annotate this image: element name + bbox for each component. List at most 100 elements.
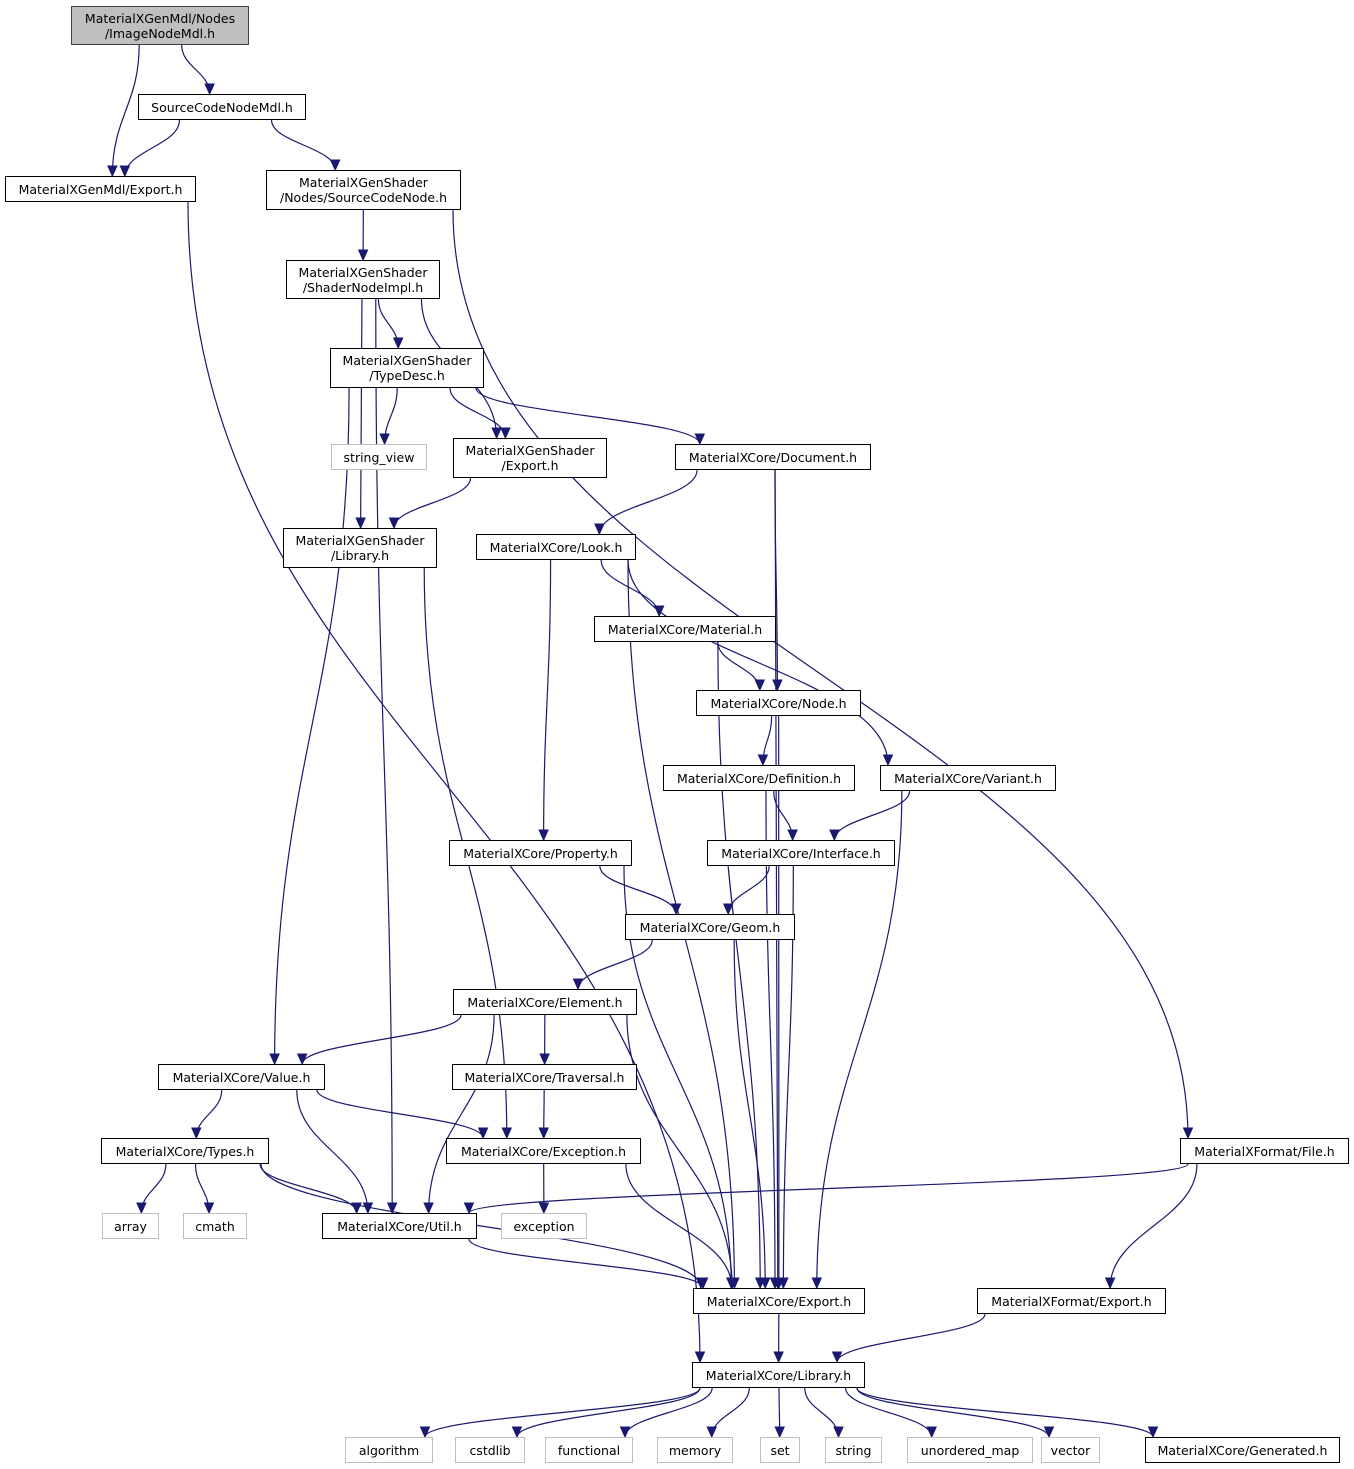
graph-node-string-view: string_view xyxy=(331,444,427,470)
graph-node-set: set xyxy=(760,1437,800,1463)
graph-node-exception: exception xyxy=(501,1213,587,1239)
arrowhead-icon xyxy=(539,1053,550,1066)
arrowhead-icon xyxy=(269,1053,280,1066)
edge-srcmdl-to-mdlexport xyxy=(124,119,181,177)
arrowhead-icon xyxy=(829,829,840,842)
arrowhead-icon xyxy=(500,427,511,440)
edge-fmtexport-to-corelibrary xyxy=(836,1313,986,1363)
arrowhead-icon xyxy=(882,754,894,767)
edge-interface-to-geom xyxy=(727,865,770,915)
graph-node-shimpl[interactable]: MaterialXGenShader /ShaderNodeImpl.h xyxy=(286,260,440,299)
arrowhead-icon xyxy=(119,165,131,178)
edge-value-to-util xyxy=(296,1089,369,1214)
edge-element-to-value xyxy=(301,1014,462,1065)
edge-look-to-variant xyxy=(627,559,889,766)
graph-node-material[interactable]: MaterialXCore/Material.h xyxy=(594,616,776,642)
arrowhead-icon xyxy=(538,1127,549,1140)
edge-gsexport-to-gslibrary xyxy=(393,477,472,529)
graph-node-srcmdl[interactable]: SourceCodeNodeMdl.h xyxy=(138,94,306,120)
graph-node-coreexport[interactable]: MaterialXCore/Export.h xyxy=(693,1288,865,1314)
graph-node-srcnode[interactable]: MaterialXGenShader /Nodes/SourceCodeNode… xyxy=(266,170,461,210)
arrowhead-icon xyxy=(759,1277,771,1290)
graph-node-traversal[interactable]: MaterialXCore/Traversal.h xyxy=(452,1064,637,1090)
arrowhead-icon xyxy=(357,249,369,262)
arrowhead-icon xyxy=(1043,1426,1055,1439)
arrowhead-icon xyxy=(833,1426,844,1439)
graph-node-util[interactable]: MaterialXCore/Util.h xyxy=(322,1213,477,1239)
edge-material-to-node xyxy=(717,641,761,691)
graph-node-gsexport[interactable]: MaterialXGenShader /Export.h xyxy=(453,438,607,478)
graph-node-exception-h[interactable]: MaterialXCore/Exception.h xyxy=(446,1138,641,1164)
graph-node-typedesc[interactable]: MaterialXGenShader /TypeDesc.h xyxy=(330,348,484,388)
arrowhead-icon xyxy=(726,1277,738,1290)
graph-node-fmtexport[interactable]: MaterialXFormat/Export.h xyxy=(977,1288,1166,1314)
arrowhead-icon xyxy=(769,1277,781,1290)
graph-node-value[interactable]: MaterialXCore/Value.h xyxy=(158,1064,325,1090)
arrowhead-icon xyxy=(772,679,783,692)
graph-node-array: array xyxy=(102,1213,159,1239)
edge-root-to-srcmdl xyxy=(181,44,211,95)
graph-node-types[interactable]: MaterialXCore/Types.h xyxy=(101,1138,269,1164)
edge-value-to-types xyxy=(195,1089,223,1139)
edge-element-to-coreexport xyxy=(626,1014,733,1289)
edge-root-to-mdlexport xyxy=(111,44,140,177)
graph-node-root[interactable]: MaterialXGenMdl/Nodes /ImageNodeMdl.h xyxy=(71,6,249,45)
edge-document-to-coreexport xyxy=(774,469,779,1289)
arrowhead-icon xyxy=(773,1351,784,1364)
graph-node-variant[interactable]: MaterialXCore/Variant.h xyxy=(880,765,1056,791)
edge-corelibrary-to-vector xyxy=(856,1387,1050,1438)
edge-util-to-coreexport xyxy=(468,1238,704,1289)
graph-node-generated[interactable]: MaterialXCore/Generated.h xyxy=(1145,1437,1340,1463)
arrowhead-icon xyxy=(463,1202,475,1215)
arrowhead-icon xyxy=(501,1127,513,1140)
graph-node-look[interactable]: MaterialXCore/Look.h xyxy=(476,534,636,560)
arrowhead-icon xyxy=(787,829,798,842)
edge-material-to-coreexport xyxy=(717,641,761,1289)
edge-types-to-util xyxy=(259,1163,358,1214)
edge-fileh-to-util xyxy=(468,1163,1189,1214)
edge-variant-to-coreexport xyxy=(816,790,903,1289)
edge-corelibrary-to-generated xyxy=(856,1387,1154,1438)
graph-node-mdlexport[interactable]: MaterialXGenMdl/Export.h xyxy=(5,176,196,202)
arrowhead-icon xyxy=(1182,1127,1194,1140)
arrowhead-icon xyxy=(379,433,390,446)
graph-node-geom[interactable]: MaterialXCore/Geom.h xyxy=(625,914,795,940)
edge-srcnode-to-fileh xyxy=(452,209,1189,1139)
graph-node-cmath: cmath xyxy=(183,1213,247,1239)
graph-node-fileh[interactable]: MaterialXFormat/File.h xyxy=(1180,1138,1349,1164)
graph-node-gslibrary[interactable]: MaterialXGenShader /Library.h xyxy=(283,528,437,568)
graph-node-interface[interactable]: MaterialXCore/Interface.h xyxy=(707,840,895,866)
graph-node-vector: vector xyxy=(1041,1437,1100,1463)
edge-shimpl-to-gslibrary xyxy=(360,298,363,529)
graph-node-node[interactable]: MaterialXCore/Node.h xyxy=(696,690,861,716)
graph-node-corelibrary[interactable]: MaterialXCore/Library.h xyxy=(692,1362,865,1388)
edge-element-to-util xyxy=(428,1014,495,1214)
graph-node-document[interactable]: MaterialXCore/Document.h xyxy=(675,444,871,470)
arrowhead-icon xyxy=(511,1426,523,1439)
arrowhead-icon xyxy=(831,1351,843,1364)
edge-typedesc-to-document xyxy=(475,387,701,445)
edge-corelibrary-to-unordered_map xyxy=(844,1387,933,1438)
arrowhead-icon xyxy=(706,1426,717,1439)
arrowhead-icon xyxy=(1104,1277,1116,1290)
arrowhead-icon xyxy=(107,165,118,178)
arrowhead-icon xyxy=(491,427,502,440)
edge-exception_h-to-coreexport xyxy=(625,1163,733,1289)
edge-typedesc-to-value xyxy=(274,387,350,1065)
edge-look-to-material xyxy=(600,559,660,617)
edge-look-to-property xyxy=(543,559,552,841)
arrowhead-icon xyxy=(388,517,400,530)
arrowhead-icon xyxy=(538,1202,550,1215)
arrowhead-icon xyxy=(296,1053,308,1066)
edge-document-to-look xyxy=(598,469,698,535)
graph-node-functional: functional xyxy=(545,1437,633,1463)
arrowhead-icon xyxy=(774,1426,785,1439)
graph-node-definition[interactable]: MaterialXCore/Definition.h xyxy=(663,765,855,791)
arrowhead-icon xyxy=(778,1277,789,1290)
arrowhead-icon xyxy=(594,523,605,536)
graph-node-cstdlib: cstdlib xyxy=(455,1437,525,1463)
graph-node-element[interactable]: MaterialXCore/Element.h xyxy=(453,989,637,1015)
graph-node-unordered-map: unordered_map xyxy=(907,1437,1033,1463)
graph-node-property[interactable]: MaterialXCore/Property.h xyxy=(449,840,632,866)
edge-fileh-to-fmtexport xyxy=(1109,1163,1198,1289)
